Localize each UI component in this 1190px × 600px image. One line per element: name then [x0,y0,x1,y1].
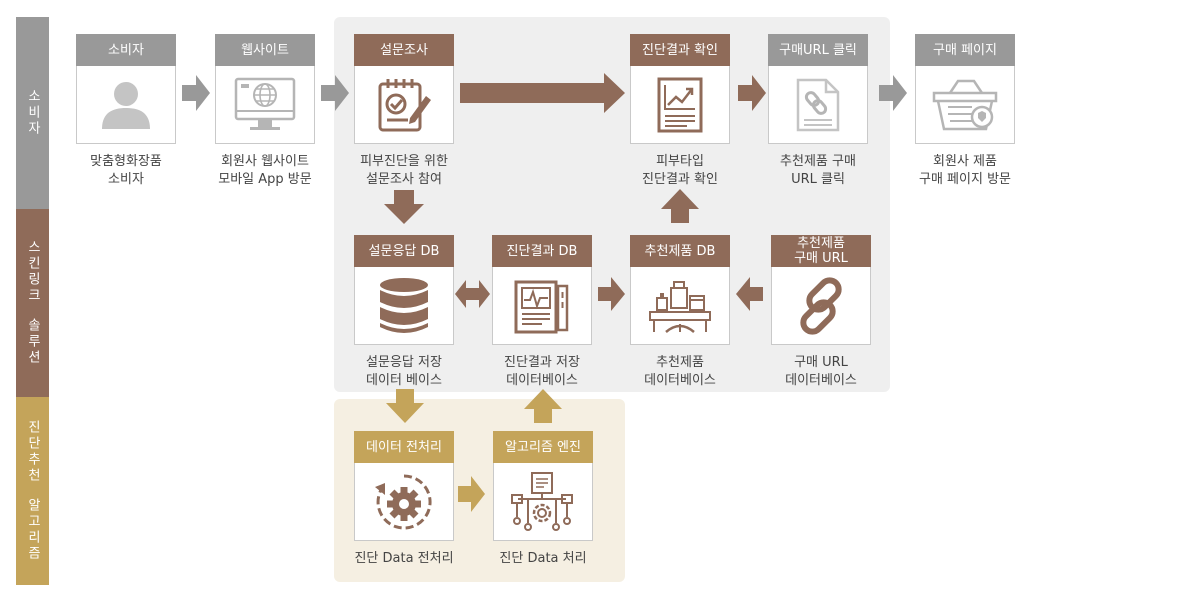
lane-diagnosis-label-2: 알고리즘 [25,498,40,562]
node-product-db-title: 추천제품 DB [630,235,730,267]
survey-clipboard-icon [378,78,431,131]
chain-link-icon [800,276,842,335]
arrow-result-to-url [738,75,766,111]
arrow-survey-to-survey-db [384,190,424,224]
node-url-click-title: 구매URL 클릭 [768,34,868,66]
arrow-url-to-purchase [879,75,907,111]
medical-report-icon [514,280,569,333]
cosmetics-icon [649,280,711,333]
algorithm-engine-icon [511,471,573,531]
chart-report-icon [657,77,703,132]
caption-engine: 진단 Data 처리 [499,551,587,566]
gear-cycle-icon [375,474,432,529]
arrow-url-db-to-product-db [736,277,763,311]
node-url-click: 구매URL 클릭 [768,34,868,144]
node-product-db: 추천제품 DB [630,235,730,345]
node-preprocess-title: 데이터 전처리 [354,431,454,463]
node-purchase: 구매 페이지 [915,34,1015,144]
link-document-icon [796,78,840,131]
monitor-globe-icon [234,77,296,130]
arrow-result-db-to-product-db [598,277,625,311]
node-result-db: 진단결과 DB [492,235,592,345]
caption-preprocess: 진단 Data 전처리 [354,551,454,566]
node-survey: 설문조사 [354,34,454,144]
arrow-survey-db-to-preprocess [386,389,424,423]
arrow-survey-db-result-db [455,280,490,308]
arrow-product-db-to-result [661,189,699,223]
arrow-consumer-to-website [182,75,210,111]
lane-diagnosis: 진단추천 알고리즘 [16,397,49,585]
node-consumer-title: 소비자 [76,34,176,66]
node-purchase-title: 구매 페이지 [915,34,1015,66]
arrow-engine-to-result-db [524,389,562,423]
node-survey-db: 설문응답 DB [354,235,454,345]
lane-skincare: 스킨링크 솔루션 [16,209,49,397]
node-result-check-title: 진단결과 확인 [630,34,730,66]
arrow-preprocess-to-engine [458,476,485,512]
lane-skincare-label-2: 솔루션 [25,318,40,366]
node-engine: 알고리즘 엔진 [493,431,593,541]
lane-skincare-label-1: 스킨링크 [25,240,40,304]
database-icon [380,277,428,333]
node-preprocess: 데이터 전처리 [354,431,454,541]
lane-consumer: 소비자 [16,17,49,209]
arrow-survey-to-result [460,73,625,113]
node-survey-db-title: 설문응답 DB [354,235,454,267]
node-website: 웹사이트 [215,34,315,144]
node-website-title: 웹사이트 [215,34,315,66]
node-engine-title: 알고리즘 엔진 [493,431,593,463]
node-result-db-title: 진단결과 DB [492,235,592,267]
node-survey-title: 설문조사 [354,34,454,66]
shopping-basket-icon [932,79,998,130]
lane-consumer-label: 소비자 [25,89,40,137]
node-consumer: 소비자 [76,34,176,144]
arrow-website-to-survey [321,75,349,111]
person-icon [102,81,150,129]
lane-diagnosis-label-1: 진단추천 [25,420,40,484]
node-result-check: 진단결과 확인 [630,34,730,144]
